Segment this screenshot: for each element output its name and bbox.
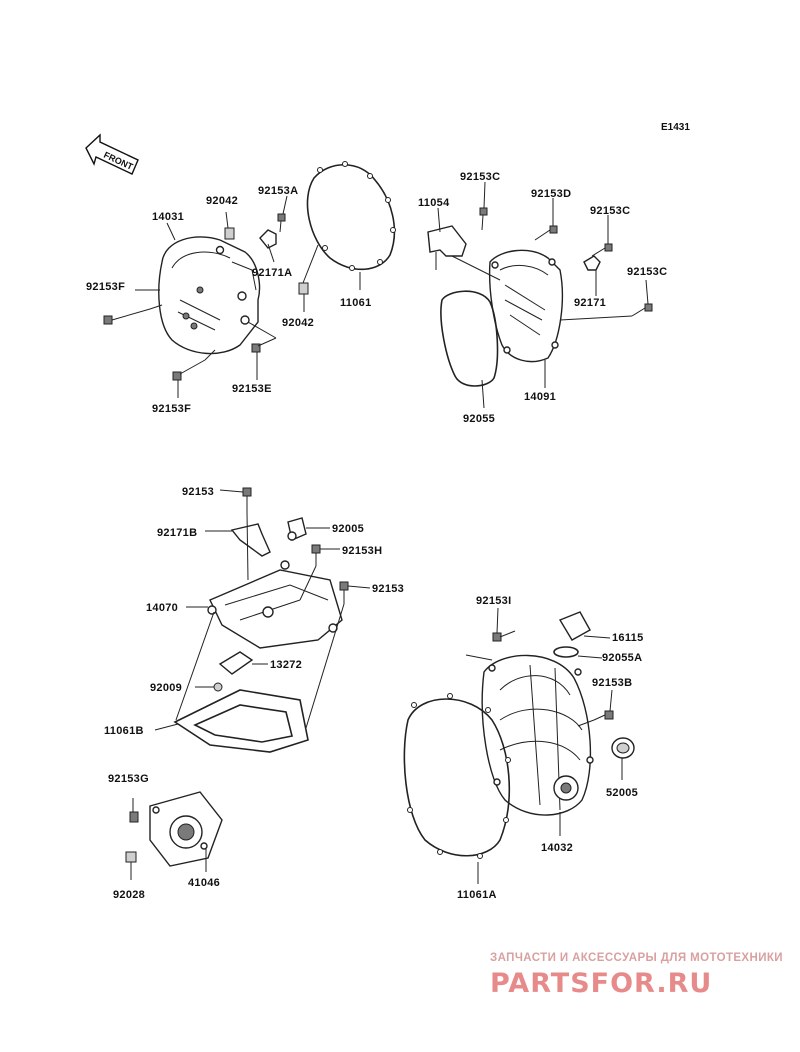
label-11061B: 11061B (104, 725, 144, 737)
generator-cover-assembly (103, 161, 396, 398)
label-14031: 14031 (152, 211, 184, 223)
label-92055A: 92055A (602, 652, 642, 664)
clutch-cover-upper-assembly (154, 487, 371, 753)
label-11061A: 11061A (457, 889, 497, 901)
label-92153H: 92153H (342, 545, 382, 557)
label-92153-top: 92153 (182, 486, 214, 498)
label-14091: 14091 (524, 391, 556, 403)
label-92028: 92028 (113, 889, 145, 901)
label-92153G: 92153G (108, 773, 149, 785)
label-92171B: 92171B (157, 527, 197, 539)
label-92005: 92005 (332, 523, 364, 535)
label-92153I: 92153I (476, 595, 511, 607)
cap-assembly (125, 791, 223, 880)
label-41046: 41046 (188, 877, 220, 889)
label-92153B: 92153B (592, 677, 632, 689)
pulser-cover-assembly (427, 181, 653, 409)
label-92153E: 92153E (232, 383, 272, 395)
label-92171: 92171 (574, 297, 606, 309)
label-92153C-2: 92153C (590, 205, 630, 217)
label-92042-bottom: 92042 (282, 317, 314, 329)
label-92153F-top: 92153F (86, 281, 125, 293)
label-92009: 92009 (150, 682, 182, 694)
label-92153C-3: 92153C (627, 266, 667, 278)
clutch-cover-lower-assembly (403, 607, 635, 884)
front-arrow-icon: FRONT (85, 133, 139, 175)
watermark: ЗАПЧАСТИ И АКСЕССУАРЫ ДЛЯ МОТОТЕХНИКИ PA… (490, 952, 783, 999)
label-92153A: 92153A (258, 185, 298, 197)
label-11054: 11054 (418, 197, 450, 209)
label-14070: 14070 (146, 602, 178, 614)
label-16115: 16115 (612, 632, 643, 644)
label-92153F-bottom: 92153F (152, 403, 191, 415)
part-labels: 14031 92042 92153A 92171A 92153F 92153F … (86, 171, 667, 901)
label-92153C-1: 92153C (460, 171, 500, 183)
label-92171A: 92171A (252, 267, 292, 279)
label-13272: 13272 (270, 659, 302, 671)
label-11061: 11061 (340, 297, 371, 309)
watermark-tagline: ЗАПЧАСТИ И АКСЕССУАРЫ ДЛЯ МОТОТЕХНИКИ (490, 952, 783, 964)
label-92042-top: 92042 (206, 195, 238, 207)
label-92153D: 92153D (531, 188, 571, 200)
label-92153-mid: 92153 (372, 583, 404, 595)
label-14032: 14032 (541, 842, 573, 854)
label-52005: 52005 (606, 787, 638, 799)
watermark-brand: PARTSFOR.RU (490, 968, 712, 999)
label-92055: 92055 (463, 413, 495, 425)
diagram-code: E1431 (661, 122, 690, 133)
